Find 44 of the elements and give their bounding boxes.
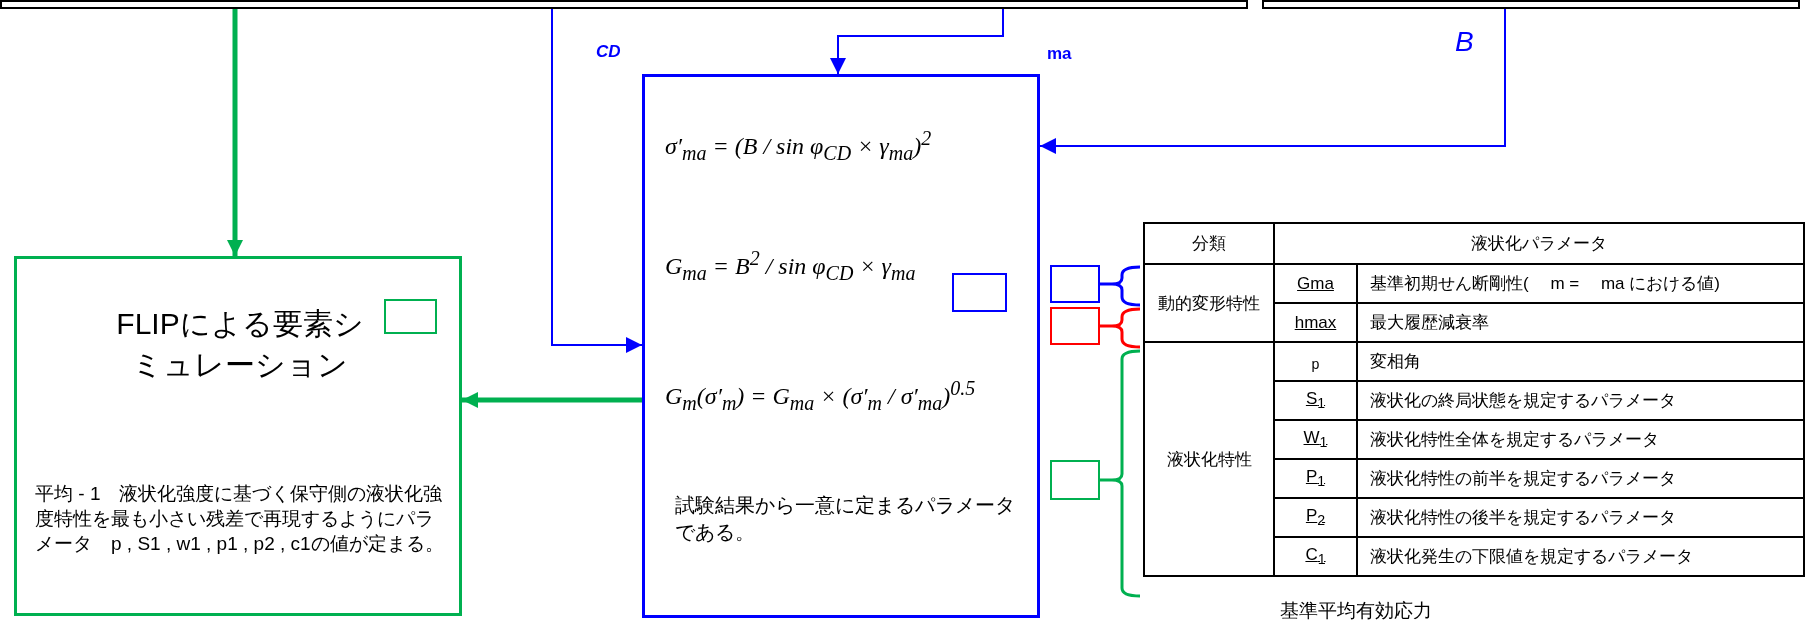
- arrow: [830, 8, 1004, 75]
- heading: FLIPによる要素シミュレーション: [115, 306, 365, 383]
- table-cell: 分類: [1144, 223, 1274, 264]
- arrow: [1039, 8, 1506, 154]
- table-cell: 液状化特性の後半を規定するパラメータ: [1357, 498, 1804, 537]
- formula: G$_{ma}$ = B$^{2}$ / sin φ$_{CD}$ × γ$_{ma}$: [665, 247, 916, 285]
- arrow: [551, 8, 643, 353]
- table-cell: 液状化特性: [1144, 342, 1274, 576]
- formula: σ′$_{ma}$ = (B / sin φ$_{CD}$ × γ$_{ma}$)$^{2}$: [665, 127, 932, 165]
- empty-box: [1050, 460, 1100, 500]
- table-cell: p: [1274, 342, 1357, 381]
- symbol-label: CD: [596, 42, 621, 62]
- empty-box: [384, 299, 437, 334]
- table-cell: P$_{1}$: [1274, 459, 1357, 498]
- table-cell: 最大履歴減衰率: [1357, 303, 1804, 342]
- arrow: [227, 9, 243, 256]
- note-text: 試験結果から一意に定まるパラメータである。: [675, 493, 1015, 545]
- symbol-label: B: [1455, 26, 1474, 58]
- table-cell: 液状化発生の下限値を規定するパラメータ: [1357, 537, 1804, 576]
- table-cell: P$_{2}$: [1274, 498, 1357, 537]
- axis-caption: 基準平均有効応力: [1280, 599, 1432, 620]
- empty-box: [1050, 307, 1100, 345]
- table-cell: 変相角: [1357, 342, 1804, 381]
- empty-box: [952, 273, 1007, 312]
- table-cell: 基準初期せん断剛性( m = ma における値): [1357, 264, 1804, 303]
- simulation-box: [14, 256, 462, 616]
- table-cell: C$_{1}$: [1274, 537, 1357, 576]
- table-cell: W$_{1}$: [1274, 420, 1357, 459]
- empty-box: [1050, 265, 1100, 303]
- formula: G$_{m}$(σ′$_{m}$) = G$_{ma}$ × (σ′$_{m}$ / σ′$_{ma}$)$^{0.5}$: [665, 377, 976, 415]
- table-cell: 液状化パラメータ: [1274, 223, 1804, 264]
- formula-box: [642, 74, 1040, 618]
- table-cell: 液状化特性全体を規定するパラメータ: [1357, 420, 1804, 459]
- table-cell: hmax: [1274, 303, 1357, 342]
- symbol-label: ma: [1047, 44, 1072, 64]
- table-cell: Gma: [1274, 264, 1357, 303]
- table-cell: 液状化の終局状態を規定するパラメータ: [1357, 381, 1804, 420]
- process-box: [0, 0, 1248, 9]
- description-text: 平均 - 1 液状化強度に基づく保守側の液状化強度特性を最も小さい残差で再現するようにパラメータ p , S1 , w1 , p1 , p2 , c1の値が定まる。: [35, 482, 445, 557]
- arrow: [462, 392, 642, 408]
- table-cell: 動的変形特性: [1144, 264, 1274, 342]
- table-cell: 液状化特性の前半を規定するパラメータ: [1357, 459, 1804, 498]
- table-cell: S$_{1}$: [1274, 381, 1357, 420]
- process-box: [1262, 0, 1800, 9]
